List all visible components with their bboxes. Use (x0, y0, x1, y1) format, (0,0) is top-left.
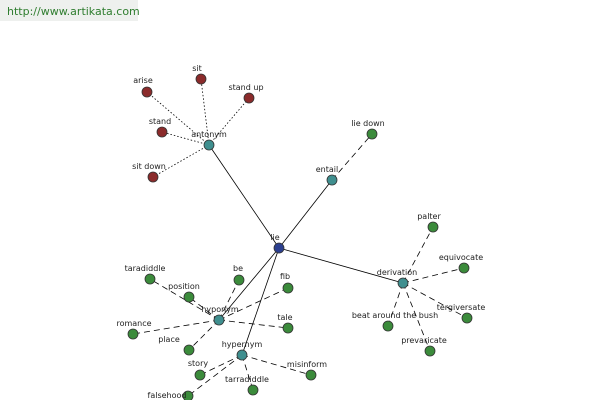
label-beat-around-the-bush: beat around the bush (352, 311, 438, 320)
label-story: story (188, 359, 208, 368)
label-stand: stand (149, 117, 171, 126)
label-fib: fib (280, 272, 290, 281)
edge-antonym-arise (146, 91, 210, 146)
edge-antonym-sit-down (152, 144, 210, 178)
node-tale[interactable] (282, 322, 294, 334)
node-derivation[interactable] (397, 277, 409, 289)
label-sit: sit (192, 64, 202, 73)
edge-lie-entail (278, 179, 333, 249)
label-hyponym: hyponym (201, 305, 239, 314)
node-palter[interactable] (427, 221, 439, 233)
site-url-link[interactable]: http://www.artikata.com (7, 5, 140, 18)
edge-hypernym-story (199, 354, 243, 376)
label-stand-up: stand up (228, 83, 263, 92)
label-misinform: misinform (287, 360, 327, 369)
header-band (0, 0, 138, 21)
edge-lie-derivation (278, 247, 404, 284)
label-palter: palter (417, 212, 441, 221)
node-fib[interactable] (282, 282, 294, 294)
node-lie[interactable] (273, 242, 285, 254)
label-arise: arise (133, 76, 153, 85)
edge-derivation-prevaricate (402, 282, 431, 352)
node-romance[interactable] (127, 328, 139, 340)
label-equivocate: equivocate (439, 253, 483, 262)
node-falsehood[interactable] (182, 390, 194, 400)
label-taradiddle: taradiddle (125, 264, 166, 273)
edge-hyponym-tale (218, 319, 289, 329)
node-taradiddle[interactable] (144, 273, 156, 285)
label-falsehood: falsehood (148, 391, 187, 400)
node-entail[interactable] (326, 174, 338, 186)
edge-hyponym-place (188, 319, 220, 351)
node-be[interactable] (233, 274, 245, 286)
edge-layer (132, 78, 468, 397)
edge-antonym-stand (161, 131, 210, 146)
edge-lie-antonym (208, 144, 280, 249)
node-place[interactable] (183, 344, 195, 356)
label-tarradiddle: tarradiddle (225, 375, 269, 384)
label-derivation: derivation (377, 268, 417, 277)
label-position: position (168, 282, 200, 291)
edge-hyponym-position (188, 296, 220, 321)
node-arise[interactable] (141, 86, 153, 98)
node-tergiversate[interactable] (461, 312, 473, 324)
node-prevaricate[interactable] (424, 345, 436, 357)
edge-derivation-tergiversate (402, 282, 468, 319)
edge-derivation-equivocate (402, 267, 465, 284)
label-prevaricate: prevaricate (401, 336, 447, 345)
node-equivocate[interactable] (458, 262, 470, 274)
edge-lie-hypernym (241, 247, 280, 356)
node-position[interactable] (183, 291, 195, 303)
label-lie: lie (270, 233, 279, 242)
label-entail: entail (316, 165, 338, 174)
label-romance: romance (116, 319, 151, 328)
edge-entail-lie-down (331, 133, 373, 181)
edge-antonym-sit (200, 78, 210, 146)
node-hypernym[interactable] (236, 349, 248, 361)
edge-hypernym-misinform (241, 354, 312, 376)
label-place: place (158, 335, 180, 344)
edge-hyponym-romance (132, 319, 220, 335)
label-tergiversate: tergiversate (437, 303, 486, 312)
edge-hyponym-be (218, 279, 240, 321)
edge-hypernym-tarradiddle (241, 354, 254, 391)
edge-derivation-palter (402, 226, 434, 284)
node-beat-around-the-bush[interactable] (382, 320, 394, 332)
edge-derivation-beat-around-the-bush (387, 282, 404, 327)
node-sit[interactable] (195, 73, 207, 85)
label-antonym: antonym (191, 130, 227, 139)
node-story[interactable] (194, 369, 206, 381)
node-layer (127, 73, 473, 400)
label-hypernym: hypernym (222, 340, 263, 349)
label-layer: arise sit stand up stand sit down antonym lie … (116, 64, 485, 400)
label-tale: tale (277, 313, 292, 322)
edge-hypernym-falsehood (187, 354, 243, 397)
node-sit-down[interactable] (147, 171, 159, 183)
label-lie-down: lie down (351, 119, 385, 128)
node-hyponym[interactable] (213, 314, 225, 326)
node-antonym[interactable] (203, 139, 215, 151)
node-lie-down[interactable] (366, 128, 378, 140)
edge-lie-hyponym (218, 247, 280, 321)
edge-hyponym-fib (218, 287, 289, 321)
node-tarradiddle[interactable] (247, 384, 259, 396)
node-stand[interactable] (156, 126, 168, 138)
node-misinform[interactable] (305, 369, 317, 381)
label-sit-down: sit down (132, 162, 166, 171)
label-be: be (233, 264, 243, 273)
node-stand-up[interactable] (243, 92, 255, 104)
